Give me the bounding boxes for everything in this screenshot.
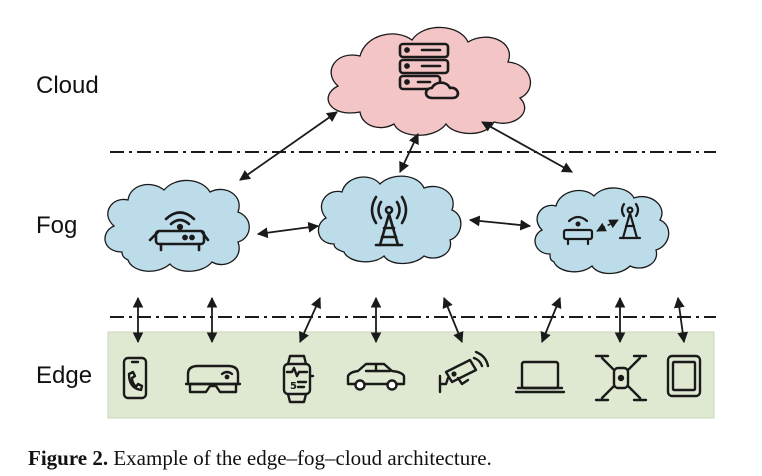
- server-cloud-icon: [398, 42, 460, 100]
- smartwatch-icon: 5: [282, 354, 315, 404]
- fog-node-1: [104, 179, 250, 272]
- cell-tower-icon: [370, 195, 408, 247]
- security-camera-icon: [438, 350, 490, 394]
- laptop-icon: [514, 360, 566, 394]
- link-edge-3: [299, 297, 321, 343]
- fog-node-2: [317, 175, 462, 265]
- link-cloud-fog3: [481, 121, 573, 173]
- link-edge-5: [442, 297, 464, 343]
- fog-edge-links: [132, 296, 689, 344]
- link-edge-8: [673, 296, 689, 344]
- cloud-node: [327, 26, 531, 136]
- caption-label: Figure 2.: [28, 446, 109, 470]
- router-tower-link: [596, 219, 619, 232]
- fog-node-3: [534, 187, 670, 275]
- link-cloud-fog2: [399, 133, 419, 173]
- link-fog2-fog3: [468, 215, 532, 231]
- router-tower-icon: [562, 202, 642, 246]
- cloud-fog-links: [239, 111, 573, 181]
- fog-fog-links: [256, 215, 532, 239]
- edge-layer-label: Edge: [36, 362, 93, 389]
- caption-text: Example of the edge–fog–cloud architectu…: [113, 446, 492, 470]
- svg-text:5: 5: [290, 381, 297, 392]
- figure-caption: Figure 2. Example of the edge–fog–cloud …: [28, 446, 492, 471]
- link-cloud-fog1: [239, 111, 338, 181]
- cloud-layer-label: Cloud: [36, 72, 99, 99]
- edge-band: [107, 331, 715, 419]
- link-fog1-fog2: [256, 221, 320, 239]
- vr-headset-icon: [184, 364, 242, 394]
- car-icon: [346, 362, 406, 391]
- fog-cloud-shape: [104, 179, 250, 272]
- smartphone-icon: [122, 356, 148, 400]
- wifi-router-icon: [148, 211, 210, 252]
- fog-cloud-shape: [534, 187, 670, 275]
- fog-layer-label: Fog: [36, 212, 78, 239]
- tablet-icon: [666, 354, 702, 398]
- link-edge-6: [540, 297, 562, 343]
- drone-icon: [594, 354, 648, 402]
